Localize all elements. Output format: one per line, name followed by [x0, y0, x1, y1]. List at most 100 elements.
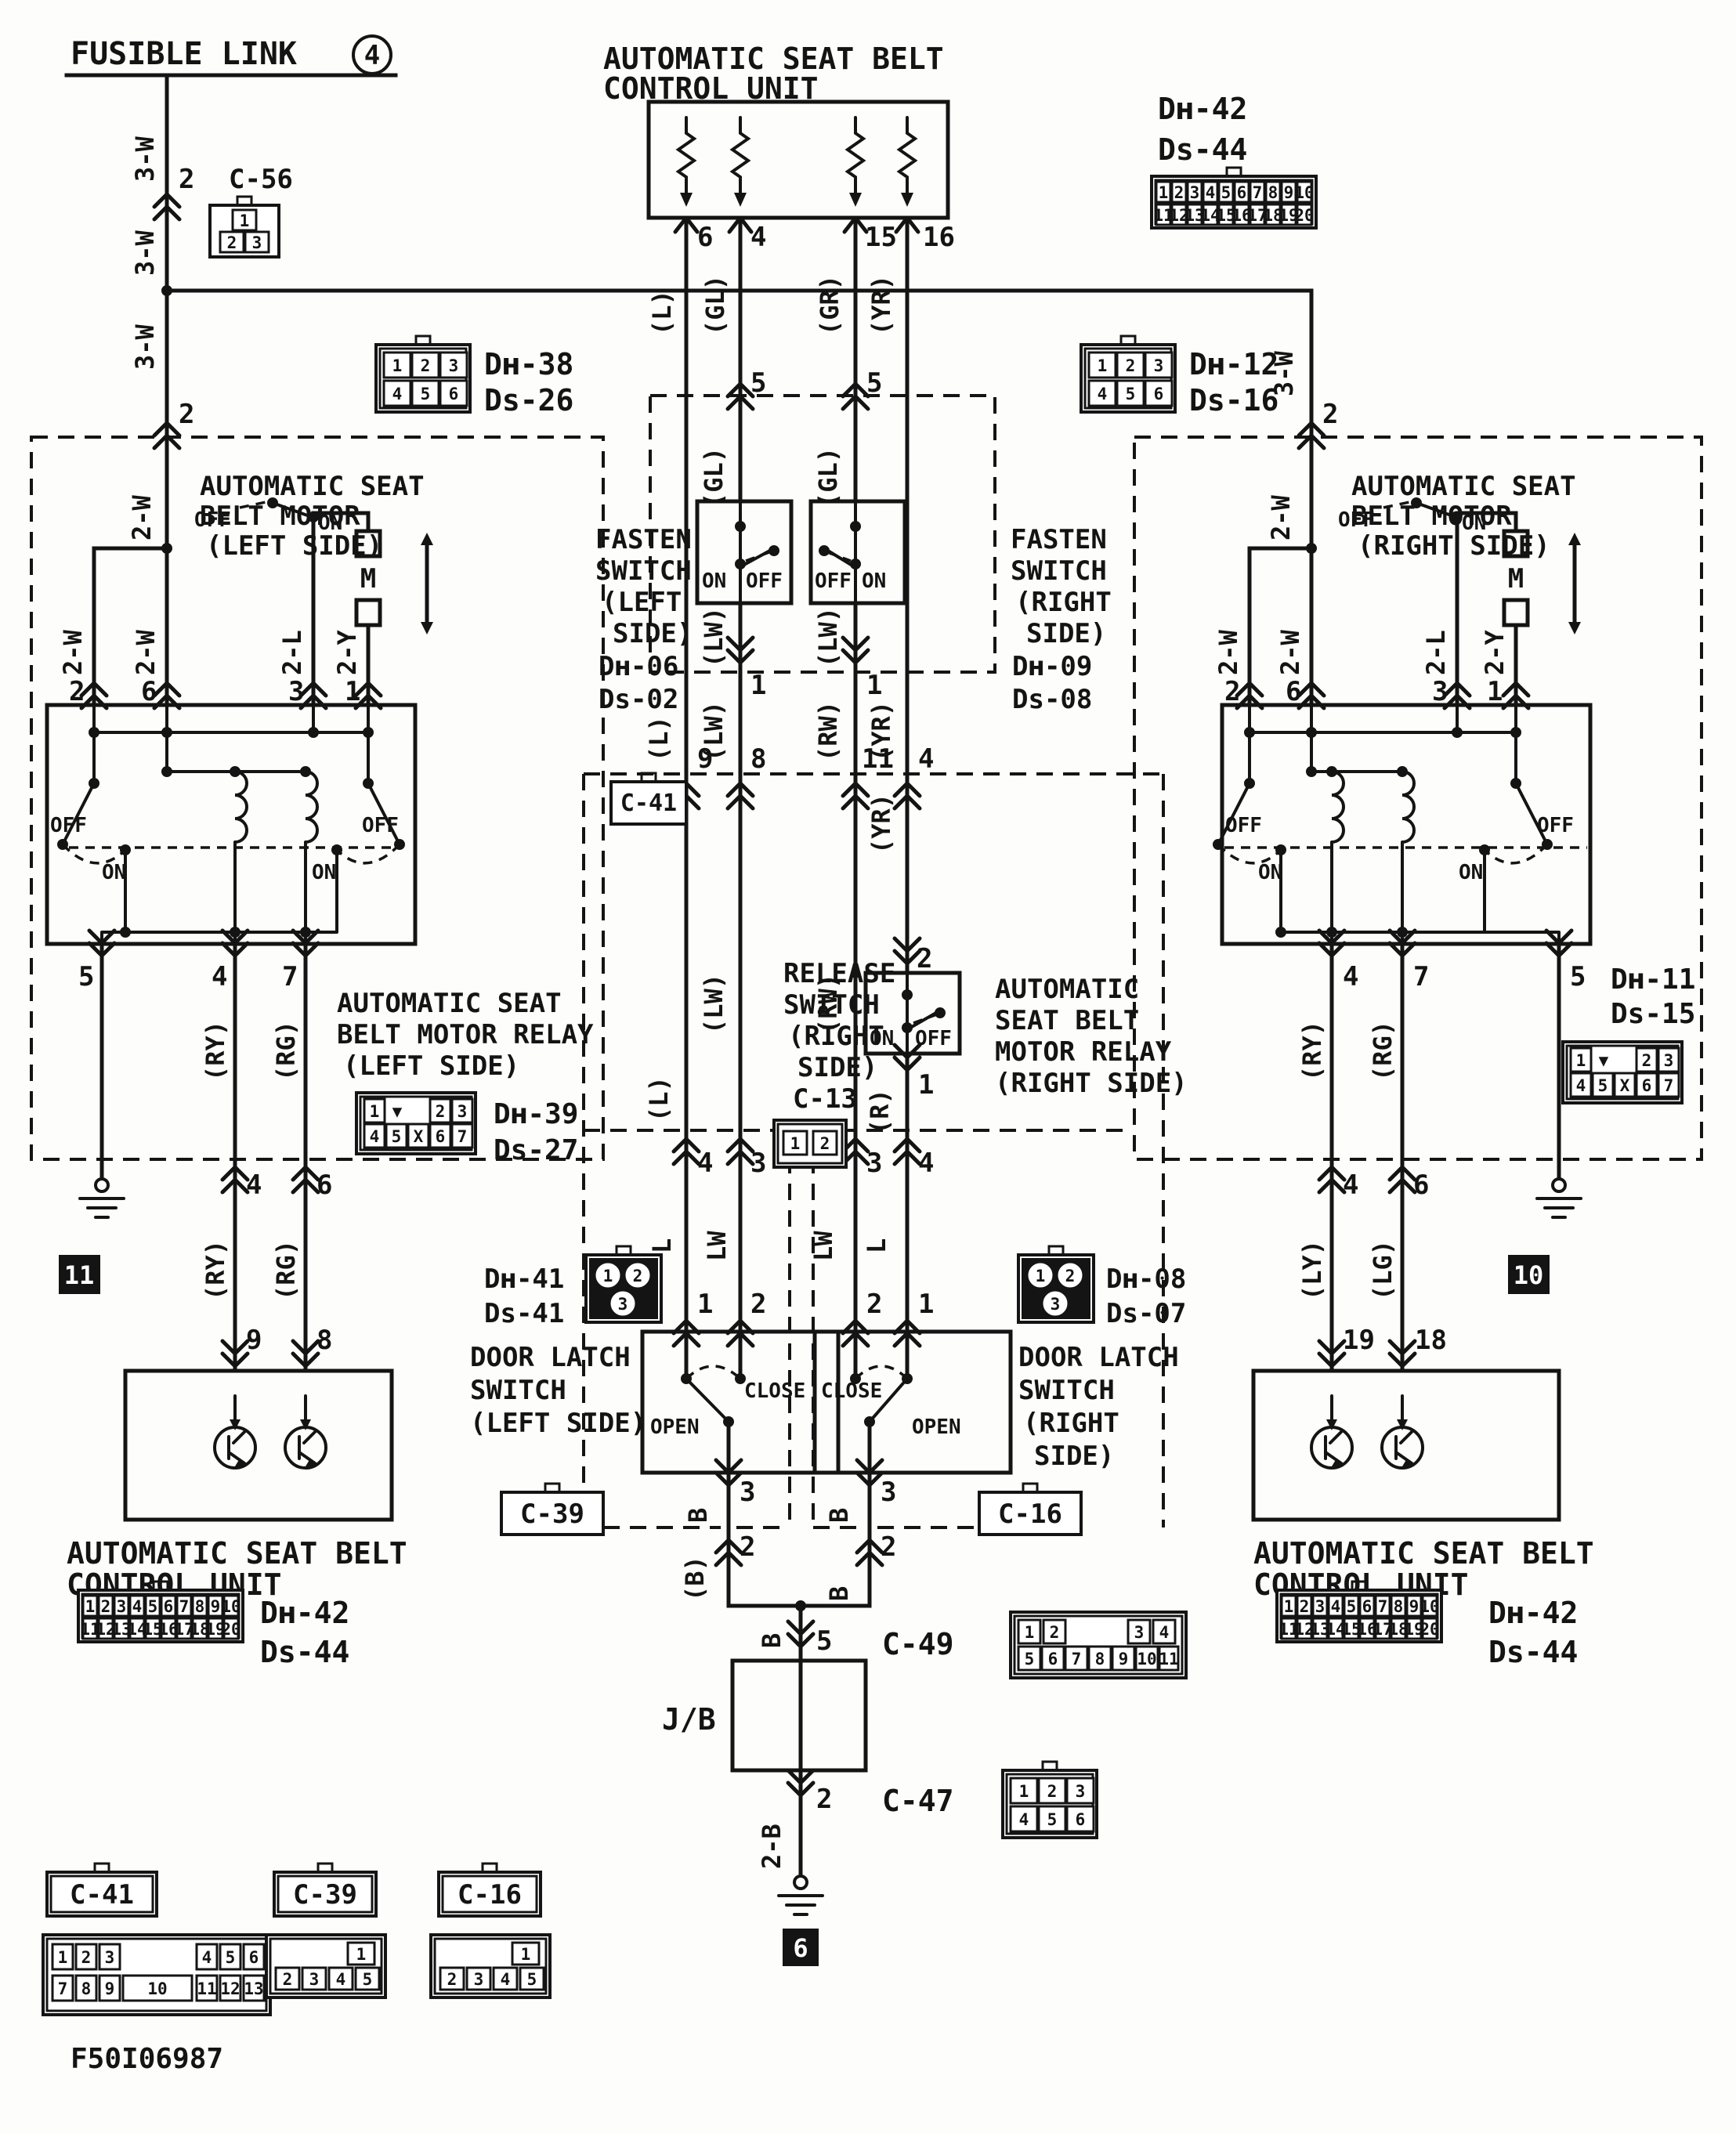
wire-code: 3-W: [130, 230, 160, 276]
harness-boundary-dashed: [30, 394, 1703, 1529]
connector-pin-number: 5: [1221, 183, 1231, 202]
connector-pin-number: 4: [202, 1948, 212, 1967]
connector-tab-notch: [640, 772, 657, 783]
relay-contact-state: OFF: [50, 814, 87, 837]
connector-pin-number: 3: [1051, 1295, 1061, 1314]
connector-pin-cell: [1144, 379, 1174, 407]
connector-pin-cell: [363, 1097, 386, 1124]
connector-pin-number: 3: [618, 1295, 628, 1314]
connector-pin-number: 1: [85, 1597, 96, 1616]
wire-code: 3-W: [130, 324, 160, 370]
wire-code: 2-L: [1421, 630, 1451, 675]
connector-pin-cell: [1591, 1072, 1615, 1098]
connector-pin-number: 2: [436, 1102, 446, 1121]
connector-pin-number: 4: [1159, 1623, 1170, 1642]
door-latch-title: (LEFT SIDE): [470, 1408, 646, 1439]
connector-pin-cell: [113, 1617, 130, 1640]
connector-pin-cell: [1087, 351, 1117, 379]
pin-number: 4: [750, 222, 766, 253]
connector-pin-number: 10: [1294, 183, 1314, 202]
connector-pin-circle: [1055, 1260, 1085, 1290]
connector-pin-number: X: [414, 1127, 424, 1146]
connector-pin-cell: [242, 1943, 266, 1971]
connector-pin-number: 13: [244, 1979, 263, 1998]
connector-pin-number: 2: [101, 1597, 111, 1616]
connector-name: C-41: [70, 1879, 134, 1911]
connector-pin-number: 1: [370, 1102, 380, 1121]
door-latch-title: (RIGHT: [1023, 1408, 1119, 1439]
wire-code: (RY): [201, 1021, 230, 1081]
relay-title: MOTOR RELAY: [995, 1036, 1172, 1068]
fusible-link-label: FUSIBLE LINK: [71, 36, 297, 72]
connector-pin-number: 3: [1315, 1597, 1326, 1616]
pin-number: 3: [740, 1477, 755, 1508]
connector-pin-cell: [410, 351, 440, 379]
connector-pin-cell: [219, 1974, 242, 2002]
latch-state: CLOSE: [821, 1379, 882, 1403]
pin-number: 7: [1413, 961, 1429, 992]
connector-pin-cell: [1127, 1618, 1152, 1645]
switch-state: ON: [702, 569, 726, 593]
pin-number: 9: [246, 1325, 262, 1356]
wire-code: (RW): [813, 701, 843, 761]
wire-code: LW: [702, 1231, 732, 1261]
pin-number: 1: [866, 670, 882, 701]
connector-tab-notch: [236, 195, 253, 207]
connector-outline: [609, 780, 688, 826]
connector-pin-number: 15: [1216, 206, 1235, 225]
connector-pin-cell: [1087, 1645, 1112, 1672]
connector-pin-number: 16: [158, 1620, 178, 1639]
wire-code: (GL): [700, 275, 730, 335]
connector-pin-number: 3: [474, 1970, 484, 1989]
door-latch-title: DOOR LATCH: [1018, 1342, 1179, 1373]
motor-title: (LEFT SIDE): [206, 530, 382, 562]
pin-number: 19: [1343, 1325, 1375, 1356]
connector-pin-cell: [1343, 1617, 1360, 1640]
wire-code: L: [862, 1238, 892, 1253]
door-latch-title: SWITCH: [1018, 1375, 1115, 1406]
connector-pin-number: 18: [1388, 1620, 1408, 1639]
connector-pin-cell: [144, 1594, 161, 1618]
connector-pin-number: 2: [633, 1267, 643, 1285]
control-unit-title: AUTOMATIC SEAT BELT: [67, 1536, 407, 1571]
connector-pin-cell: [1311, 1617, 1329, 1640]
connector-pin-cell: [74, 1943, 98, 1971]
wire-code: (RY): [1297, 1021, 1327, 1081]
connector-tab-notch: [1351, 1580, 1368, 1592]
fasten-switch-title: SIDE): [1026, 618, 1106, 649]
connector-pin-number: 3: [458, 1102, 468, 1121]
wire-code: B: [683, 1508, 713, 1523]
connector-pin-number: 9: [1409, 1597, 1420, 1616]
connector-label: Ds-27: [494, 1134, 578, 1166]
connector-pin-number: 4: [370, 1127, 380, 1146]
connector-pin-cell: [1037, 1805, 1067, 1833]
wire-code: (B): [680, 1556, 710, 1601]
connector-pin-cell: [98, 1974, 121, 2002]
connector-pin-cell: [1280, 1617, 1297, 1640]
wire-code: L: [647, 1238, 677, 1253]
connector-pin-number: 1: [521, 1945, 531, 1964]
connector-label: Dʜ-06: [599, 651, 678, 682]
switch-state: ON: [862, 569, 886, 593]
connector-pin-number: 12: [1169, 206, 1188, 225]
connector-pin-cell: [492, 1966, 519, 1991]
connector-pin-cell: [1186, 180, 1203, 204]
connector-label: C-13: [793, 1083, 857, 1115]
connector-pin-cell: [1421, 1617, 1438, 1640]
connector-pin-cell: [511, 1941, 541, 1966]
connector-pin-cell: [1064, 1645, 1089, 1672]
connector-pin-number: 2: [1047, 1782, 1058, 1801]
component-boxes: [45, 99, 1593, 1773]
connector-pin-number: 1: [240, 211, 250, 230]
connector-tab-notch: [1119, 334, 1137, 346]
connector-pin-number: 4: [1098, 385, 1108, 403]
connector-pin-number: 8: [1095, 1650, 1105, 1668]
connector-pin-cell: [1296, 1594, 1313, 1618]
connector-tab-notch: [615, 1245, 632, 1256]
